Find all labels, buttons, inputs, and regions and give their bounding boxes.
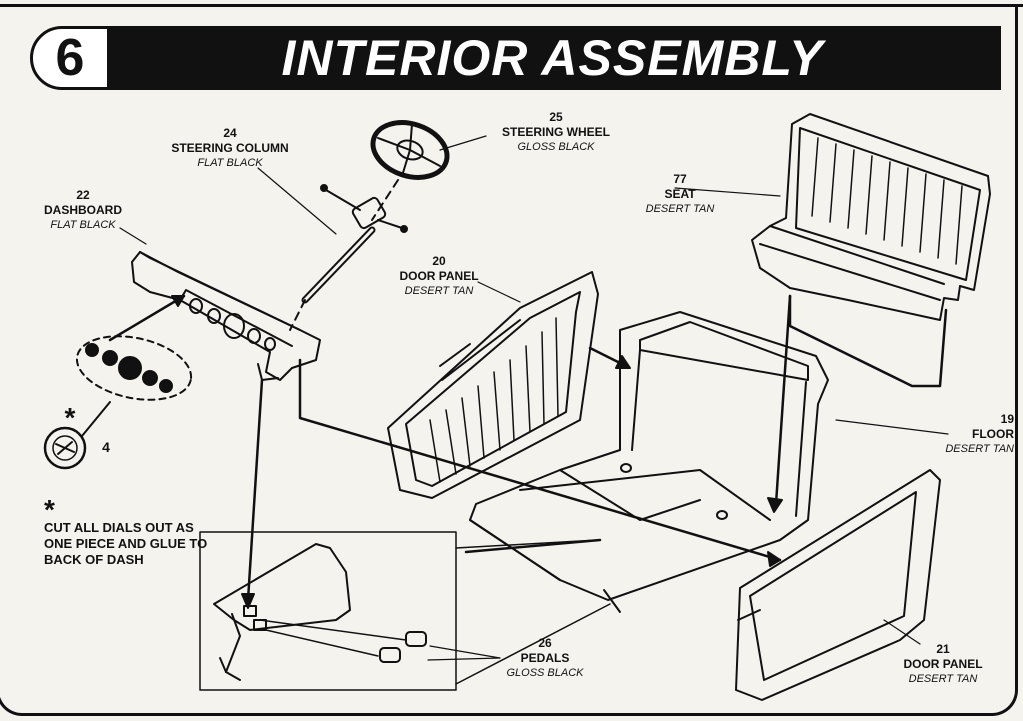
note-text: CUT ALL DIALS OUT AS ONE PIECE AND GLUE …: [44, 520, 208, 567]
steering-wheel-finish: GLOSS BLACK: [517, 141, 595, 153]
floor-number: 19: [1000, 412, 1014, 426]
floor-name: FLOOR: [972, 427, 1014, 441]
pedals-inset-box: [199, 531, 457, 691]
door-panel-right-name: DOOR PANEL: [903, 657, 983, 671]
steering-column-drawing: [301, 184, 408, 304]
steering-column-name: STEERING COLUMN: [171, 141, 289, 155]
note-star: *: [44, 494, 55, 525]
pedals-number: 26: [538, 636, 552, 650]
step-number-badge: 6: [30, 26, 110, 90]
door-panel-right-label: 21 DOOR PANEL DESERT TAN: [888, 642, 998, 687]
pedals-name: PEDALS: [520, 651, 570, 665]
assembly-note: * CUT ALL DIALS OUT AS ONE PIECE AND GLU…: [44, 494, 224, 568]
decal-number: 4: [102, 439, 110, 455]
pedals-finish: GLOSS BLACK: [506, 667, 584, 679]
door-panel-left-drawing: [387, 271, 599, 499]
steering-wheel-number: 25: [549, 110, 563, 124]
dashboard-number: 22: [76, 188, 90, 202]
step-title: INTERIOR ASSEMBLY: [104, 26, 1001, 90]
dashboard-name: DASHBOARD: [44, 203, 122, 217]
seat-label: 77 SEAT DESERT TAN: [630, 172, 730, 217]
steering-wheel-drawing: [370, 120, 450, 180]
floor-label: 19 FLOOR DESERT TAN: [912, 412, 1014, 457]
decal-star: *: [64, 402, 76, 433]
door-panel-left-label: 20 DOOR PANEL DESERT TAN: [384, 254, 494, 299]
door-panel-right-drawing: [735, 469, 941, 701]
door-panel-left-finish: DESERT TAN: [404, 285, 474, 297]
seat-drawing: [751, 113, 991, 321]
seat-number: 77: [673, 172, 687, 186]
pedals-label: 26 PEDALS GLOSS BLACK: [490, 636, 600, 681]
steering-column-number: 24: [223, 126, 237, 140]
pedals-drawing: [213, 543, 427, 681]
door-panel-left-name: DOOR PANEL: [399, 269, 479, 283]
floor-drawing: [469, 311, 829, 613]
seat-name: SEAT: [664, 187, 696, 201]
steering-column-label: 24 STEERING COLUMN FLAT BLACK: [150, 126, 310, 171]
dashboard-finish: FLAT BLACK: [50, 219, 116, 231]
dashboard-label: 22 DASHBOARD FLAT BLACK: [28, 188, 138, 233]
door-panel-right-number: 21: [936, 642, 950, 656]
dashboard-drawing: [131, 251, 321, 381]
top-rule: [0, 4, 1023, 7]
steering-wheel-label: 25 STEERING WHEEL GLOSS BLACK: [476, 110, 636, 155]
seat-finish: DESERT TAN: [645, 203, 715, 215]
steering-column-finish: FLAT BLACK: [197, 157, 263, 169]
dials-drawing: [75, 335, 193, 401]
page-frame: [0, 4, 1018, 716]
door-panel-left-number: 20: [432, 254, 446, 268]
door-panel-right-finish: DESERT TAN: [908, 673, 978, 685]
steering-wheel-name: STEERING WHEEL: [501, 125, 610, 139]
floor-finish: DESERT TAN: [945, 443, 1014, 455]
